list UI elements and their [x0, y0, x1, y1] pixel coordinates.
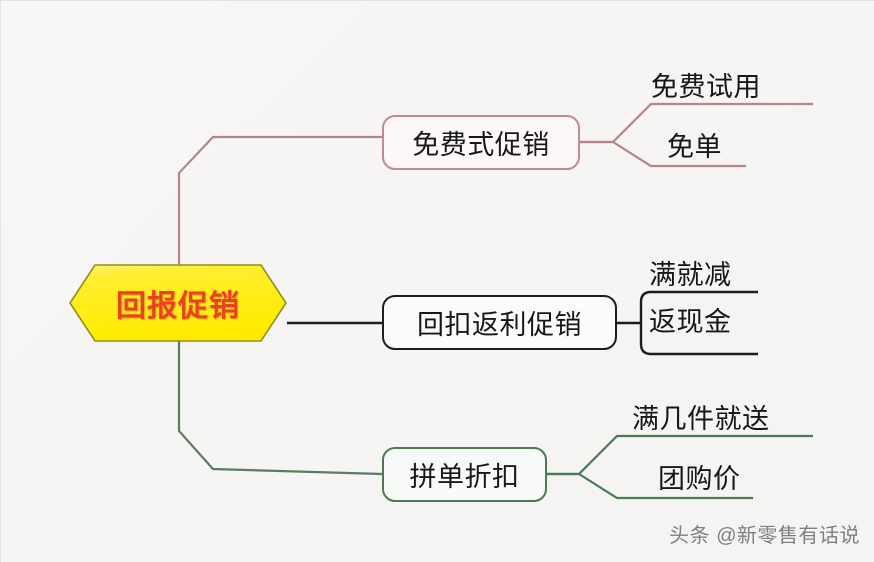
wire-root-to-group [177, 319, 383, 476]
leaf-label-cash-back[interactable]: 返现金 [649, 307, 732, 337]
branch-node-rebate-promotion[interactable]: 回扣返利促销 [382, 295, 617, 350]
watermark-text: 头条 @新零售有话说 [669, 525, 860, 547]
wire-rebate-bracket [639, 290, 758, 356]
wire-group-to-leaf-2 [547, 472, 753, 500]
root-label: 回报促销 [116, 290, 240, 323]
root-node[interactable]: 回报促销 [69, 264, 287, 342]
leaf-label-free-order[interactable]: 免单 [667, 132, 722, 162]
branch-node-group-discount[interactable]: 拼单折扣 [382, 447, 547, 502]
root-hexagon-shape [69, 264, 287, 342]
leaf-label-threshold-discount[interactable]: 满就减 [649, 260, 732, 290]
leaf-label-free-trial[interactable]: 免费试用 [651, 72, 761, 102]
branch-node-free-promotion[interactable]: 免费式促销 [382, 115, 580, 170]
leaf-label-group-price[interactable]: 团购价 [658, 464, 741, 494]
wire-free-to-leaf-2 [580, 140, 746, 168]
leaf-label-buy-n-get-gift[interactable]: 满几件就送 [632, 404, 770, 434]
wire-root-to-free [177, 135, 382, 301]
